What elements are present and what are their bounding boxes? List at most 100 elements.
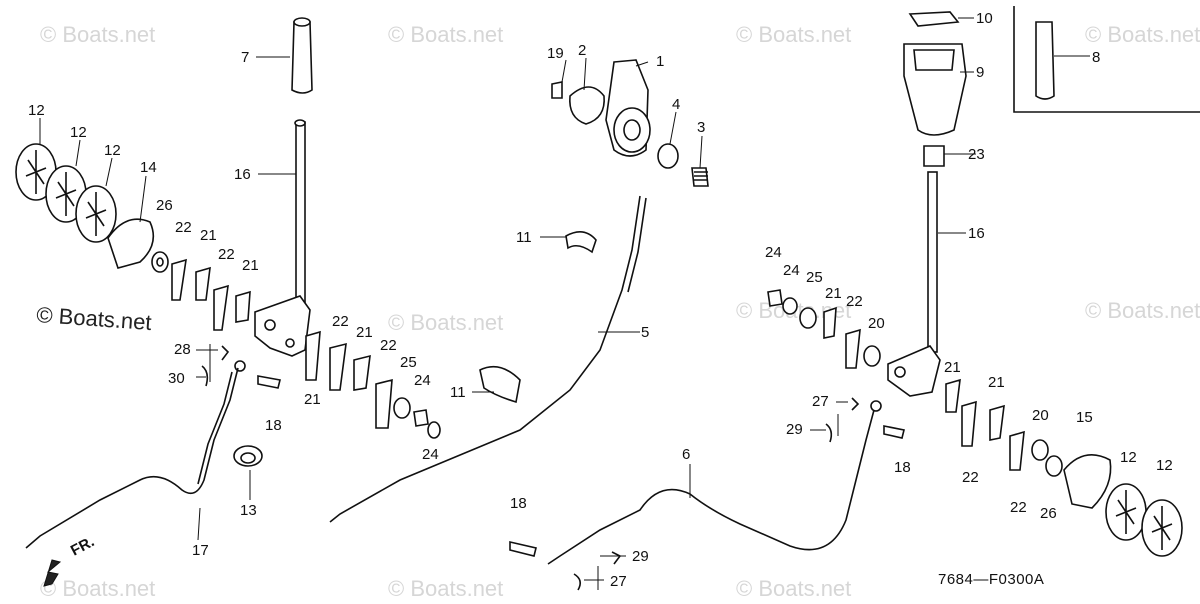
- cable-17: [25, 367, 239, 549]
- callout-label: 23: [968, 146, 985, 163]
- callout-label: 16: [234, 166, 251, 183]
- spring-3: [691, 167, 709, 187]
- callout-label: 21: [242, 257, 259, 274]
- knob-8: [1035, 21, 1055, 100]
- arm-22: [1009, 430, 1025, 471]
- callout-label: 29: [632, 548, 649, 565]
- disc-12: [1141, 499, 1183, 557]
- arm-21: [945, 378, 961, 413]
- callout-label: 24: [765, 244, 782, 261]
- diagram-code: 7684—F0300A: [938, 571, 1044, 588]
- callout-label: 29: [786, 421, 803, 438]
- disc-12: [1105, 483, 1147, 541]
- arm-21: [989, 404, 1005, 441]
- front-arrow: [43, 559, 62, 587]
- washer-4: [657, 143, 679, 169]
- callout-label: 14: [140, 159, 157, 176]
- grommet-13: [233, 445, 263, 467]
- arm-22: [329, 342, 347, 391]
- washer-25: [799, 307, 817, 329]
- callout-label: 21: [944, 359, 961, 376]
- nut-24: [767, 289, 783, 307]
- callout-label: 22: [218, 246, 235, 263]
- callout-label: 24: [422, 446, 439, 463]
- callout-label: 2: [578, 42, 586, 59]
- knob-7: [291, 21, 313, 94]
- callout-label: 5: [641, 324, 649, 341]
- arm-21: [195, 266, 211, 301]
- watermark: © Boats.net: [388, 310, 503, 335]
- clip-27: [851, 397, 860, 411]
- center-throttle-assembly: [329, 59, 709, 523]
- callout-label: 12: [28, 102, 45, 119]
- callout-label: 22: [380, 337, 397, 354]
- watermark: © Boats.net: [1085, 298, 1200, 323]
- watermark: © Boats.net: [40, 22, 155, 47]
- callout-label: 27: [610, 573, 627, 590]
- clip-29: [825, 423, 833, 443]
- callout-label: 11: [516, 229, 532, 246]
- arm-21: [305, 330, 321, 381]
- callout-label: 10: [976, 10, 993, 27]
- washer-20: [1031, 439, 1049, 461]
- callout-label: 21: [356, 324, 373, 341]
- callout-label: 12: [70, 124, 87, 141]
- lever-rod-16: [927, 171, 938, 353]
- plate-2: [569, 86, 605, 125]
- clamp-11: [479, 365, 521, 404]
- callout-label: 27: [812, 393, 829, 410]
- callout-label: 26: [156, 197, 173, 214]
- nut-24: [427, 421, 441, 439]
- callout-label: 22: [962, 469, 979, 486]
- knob-top: [293, 17, 311, 27]
- right-lever-assembly: [509, 6, 1200, 591]
- callout-label: 22: [332, 313, 349, 330]
- inset-frame: [1013, 6, 1200, 113]
- lever-pivot: [264, 319, 276, 331]
- plate-15: [1063, 454, 1112, 509]
- direction-label: FR.: [68, 533, 97, 559]
- callout-label: 1: [656, 53, 664, 70]
- clamp-11: [565, 231, 597, 254]
- callout-label: 21: [304, 391, 321, 408]
- callout-label: 16: [968, 225, 985, 242]
- callout-label: 24: [414, 372, 431, 389]
- callout-label: 28: [174, 341, 191, 358]
- cap-10: [908, 11, 960, 27]
- callout-label: 21: [988, 374, 1005, 391]
- lever-base: [254, 295, 311, 357]
- callouts: 7 8 9 10 19 2 1 4 3 12 12 12 14 16 26 22…: [28, 10, 1173, 590]
- washer-25: [393, 397, 411, 419]
- cable-6: [547, 409, 875, 565]
- callout-label: 7: [241, 49, 249, 66]
- lever-pivot: [285, 338, 295, 348]
- watermark: © Boats.net: [388, 576, 503, 599]
- watermark-main: © Boats.net: [36, 302, 153, 335]
- callout-label: 12: [1120, 449, 1137, 466]
- knob-9: [903, 43, 967, 136]
- callout-label: 20: [1032, 407, 1049, 424]
- callout-label: 15: [1076, 409, 1093, 426]
- washer-26: [151, 251, 169, 273]
- callout-label: 18: [510, 495, 527, 512]
- watermark: © Boats.net: [736, 576, 851, 599]
- cable-5: [329, 195, 641, 523]
- callout-label: 21: [200, 227, 217, 244]
- callout-label: 11: [450, 384, 466, 401]
- callout-label: 12: [104, 142, 121, 159]
- callout-label: 21: [825, 285, 842, 302]
- arm-22: [845, 328, 861, 369]
- clip-28: [221, 345, 230, 361]
- left-lever-assembly: FR.: [15, 17, 441, 587]
- nut-24: [782, 297, 798, 315]
- callout-label: 19: [547, 45, 564, 62]
- washer-26: [1045, 455, 1063, 477]
- arm-22: [375, 378, 393, 429]
- callout-label: 13: [240, 502, 257, 519]
- callout-label: 6: [682, 446, 690, 463]
- callout-label: 9: [976, 64, 984, 81]
- callout-label: 25: [806, 269, 823, 286]
- callout-label: 20: [868, 315, 885, 332]
- clip-29: [611, 551, 622, 565]
